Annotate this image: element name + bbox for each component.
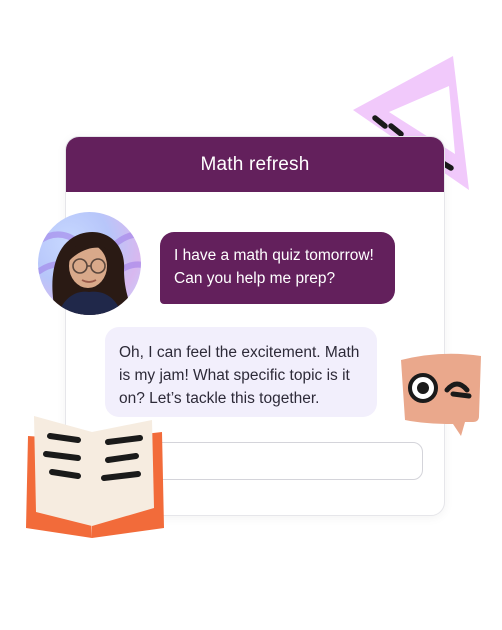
avatar-illustration <box>38 231 141 315</box>
chat-header: Math refresh <box>66 137 444 192</box>
chat-title: Math refresh <box>200 153 310 175</box>
assistant-message: Oh, I can feel the excitement. Math is m… <box>105 327 377 417</box>
user-message: I have a math quiz tomorrow! Can you hel… <box>160 232 395 304</box>
open-book-icon <box>26 416 164 538</box>
user-avatar <box>38 212 141 315</box>
winking-face-icon <box>401 353 481 436</box>
message-input[interactable] <box>140 442 423 480</box>
